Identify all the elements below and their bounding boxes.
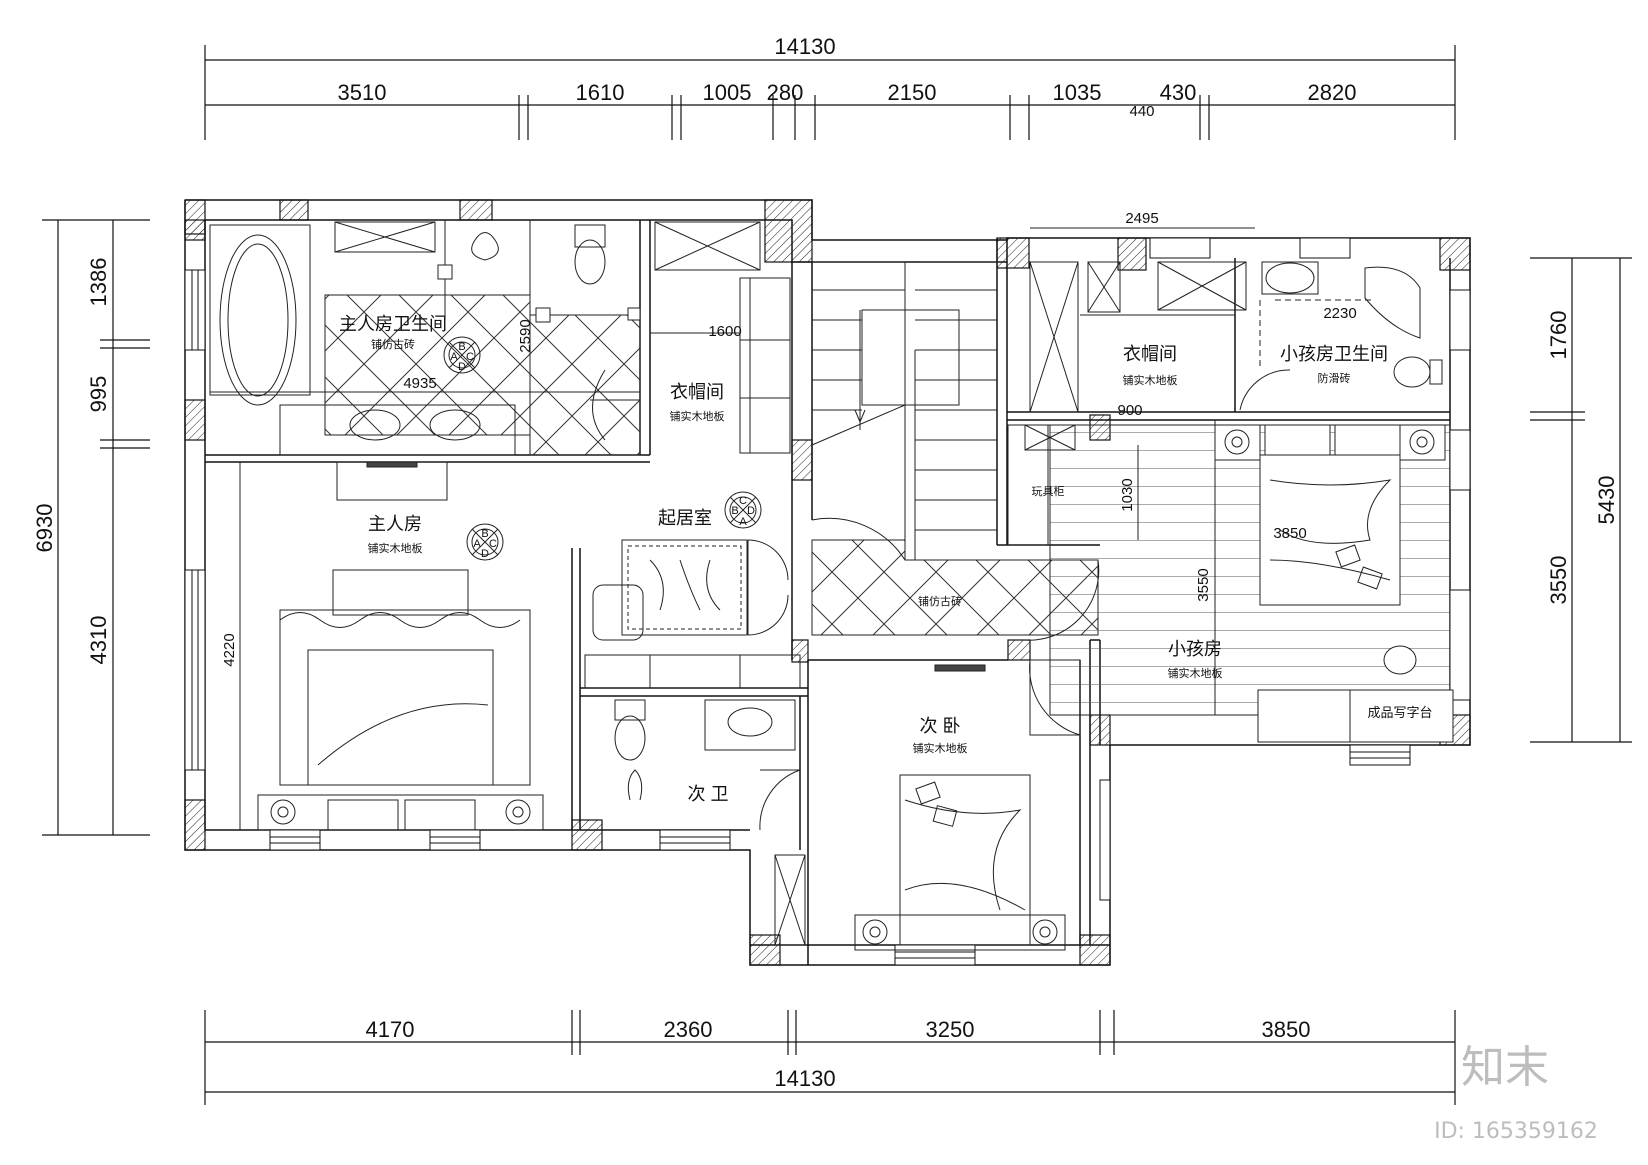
kid-room-label: 小孩房 — [1168, 639, 1222, 659]
marker-b-1: B — [458, 341, 465, 353]
top-dim-4: 280 — [767, 80, 804, 105]
left-dim-2: 995 — [86, 376, 111, 413]
living-room — [584, 539, 801, 689]
bottom-dim-3: 3250 — [926, 1017, 975, 1042]
kid-closet-floor: 铺实木地板 — [1123, 373, 1178, 387]
watermark-logo: 知末 — [1461, 1042, 1549, 1093]
second-bedroom-label: 次 卧 — [919, 716, 960, 736]
dim-4220: 4220 — [221, 633, 238, 666]
kid-bath — [1239, 261, 1443, 411]
kid-bath-label: 小孩房卫生间 — [1280, 344, 1388, 364]
marker-a-3: A — [739, 516, 747, 528]
marker-c-2: C — [489, 538, 497, 550]
top-dim-9: 2820 — [1308, 80, 1357, 105]
marker-b-3: B — [731, 505, 738, 517]
marker-c-3: C — [739, 495, 747, 507]
top-dim-7: 440 — [1129, 103, 1154, 120]
bottom-dim-2: 2360 — [664, 1017, 713, 1042]
second-bedroom — [774, 659, 1081, 951]
toy-cabinet-label: 玩具柜 — [1032, 485, 1065, 498]
left-dimension-chain — [42, 219, 150, 836]
top-dim-6: 1035 — [1053, 80, 1102, 105]
marker-b-2: B — [481, 528, 488, 540]
top-dimension-chain — [204, 45, 1456, 140]
kid-bath-floor: 防滑砖 — [1318, 371, 1351, 385]
left-dim-3: 4310 — [86, 616, 111, 665]
watermark-id: ID: 165359162 — [1434, 1119, 1598, 1144]
kid-room-floor: 铺实木地板 — [1168, 666, 1223, 680]
dim-2495: 2495 — [1125, 210, 1158, 227]
master-bath-floor: 铺仿古砖 — [371, 337, 415, 351]
master-closet-label: 衣帽间 — [670, 382, 724, 402]
bottom-dim-4: 3850 — [1262, 1017, 1311, 1042]
dim-3550: 3550 — [1195, 568, 1212, 601]
desk-label: 成品写字台 — [1367, 705, 1432, 720]
second-bath — [614, 699, 801, 831]
corridor-floor: 铺仿古砖 — [918, 594, 962, 608]
top-dim-8: 430 — [1160, 80, 1197, 105]
top-dim-2: 1610 — [576, 80, 625, 105]
elevation-marker-master-bath — [443, 336, 481, 374]
second-bedroom-floor: 铺实木地板 — [913, 741, 968, 755]
bottom-dim-1: 4170 — [366, 1017, 415, 1042]
kid-closet — [1029, 261, 1247, 413]
top-dim-1: 3510 — [338, 80, 387, 105]
dim-1030: 1030 — [1119, 478, 1136, 511]
living-label: 起居室 — [658, 508, 712, 528]
kid-room — [1007, 420, 1454, 743]
dim-2590: 2590 — [517, 319, 534, 352]
windows — [184, 237, 1471, 966]
staircase — [811, 261, 1000, 560]
master-bath-label: 主人房卫生间 — [339, 314, 447, 334]
marker-a-2: A — [473, 538, 481, 550]
elevation-marker-living — [724, 491, 762, 529]
wall-columns — [184, 199, 1471, 966]
marker-d-2: D — [481, 548, 489, 560]
second-bath-label: 次 卫 — [687, 784, 728, 804]
top-dim-3: 1005 — [703, 80, 752, 105]
master-bath — [209, 220, 641, 456]
left-total-dim: 6930 — [32, 504, 57, 553]
right-dim-2: 3550 — [1546, 556, 1571, 605]
dim-900: 900 — [1117, 402, 1142, 419]
master-closet — [650, 221, 791, 454]
elevation-marker-master-bedroom — [466, 523, 504, 561]
dim-2230: 2230 — [1323, 305, 1356, 322]
master-bedroom — [239, 461, 544, 831]
marker-c-1: C — [466, 351, 474, 363]
top-total-dim: 14130 — [774, 34, 835, 59]
right-total-dim: 5430 — [1594, 476, 1619, 525]
dim-3850: 3850 — [1273, 525, 1306, 542]
left-dim-1: 1386 — [86, 258, 111, 307]
bottom-total-dim: 14130 — [774, 1066, 835, 1091]
bottom-dimension-chain — [204, 1010, 1456, 1105]
master-bedroom-label: 主人房 — [368, 514, 422, 534]
marker-d-1: D — [458, 361, 466, 373]
marker-a-1: A — [450, 351, 458, 363]
right-dim-1: 1760 — [1546, 311, 1571, 360]
kid-closet-label: 衣帽间 — [1123, 344, 1177, 364]
master-closet-floor: 铺实木地板 — [670, 409, 725, 423]
dim-1600: 1600 — [708, 323, 741, 340]
master-bedroom-floor: 铺实木地板 — [368, 541, 423, 555]
marker-d-3: D — [747, 505, 755, 517]
dim-4935: 4935 — [403, 375, 436, 392]
top-dim-5: 2150 — [888, 80, 937, 105]
right-dimension-chain — [1530, 257, 1632, 743]
